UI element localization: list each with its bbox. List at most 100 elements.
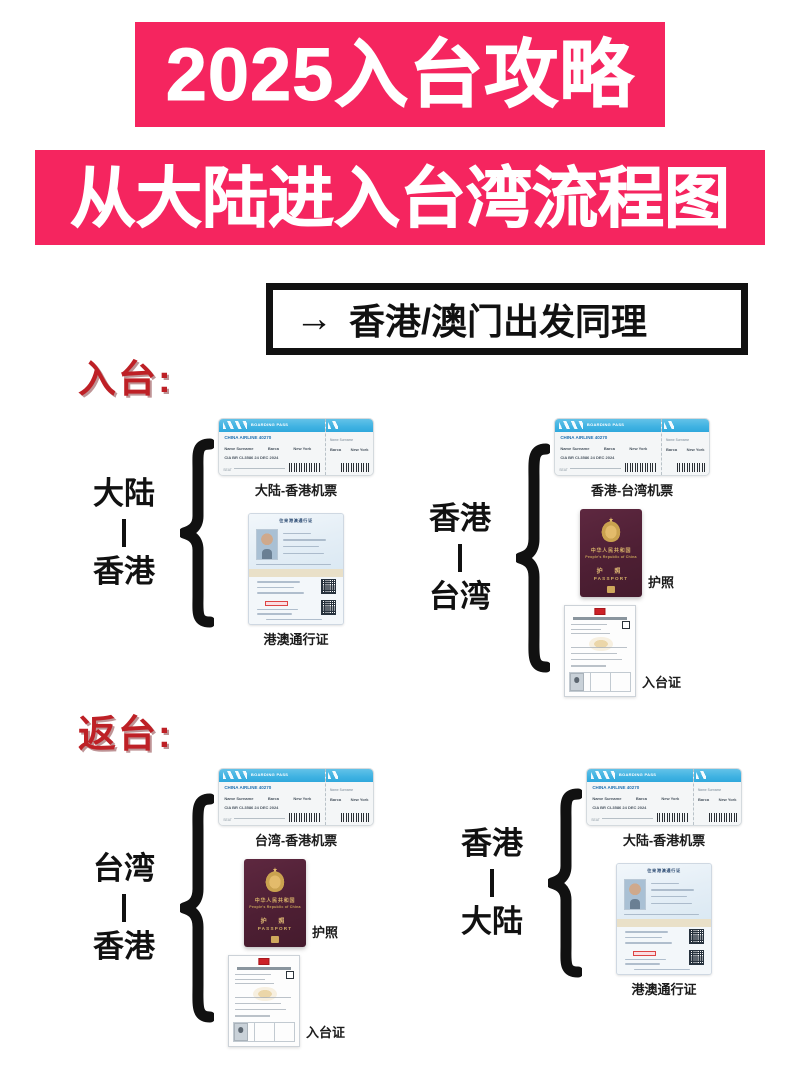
- seal-icon: [588, 636, 613, 651]
- ticket-header-note: BOARDING PASS: [586, 422, 625, 428]
- section-heading-entry: 入台:: [78, 359, 173, 401]
- group-endpoint-labels: 大陆 香港: [72, 476, 176, 589]
- document-list: BOARDING PASS CHINA AIRLINE 40270 Name S…: [586, 768, 742, 998]
- ticket-foot: SEAT: [559, 467, 568, 472]
- stub-field-from: Barca: [666, 446, 678, 452]
- ticket-header-note: BOARDING PASS: [250, 772, 289, 778]
- document-list: BOARDING PASS CHINA AIRLINE 40270 Name S…: [554, 418, 710, 697]
- passport-doc-en: PASSPORT: [593, 575, 629, 581]
- barcode-icon: [625, 463, 658, 473]
- document-list: BOARDING PASS CHINA AIRLINE 40270 Name S…: [218, 418, 374, 648]
- ticket-field-to: New York: [293, 446, 312, 452]
- ticket-airline: CHINA AIRLINE 40270: [560, 435, 608, 441]
- document-caption: 台湾-香港机票: [254, 833, 338, 848]
- passport-doc-en: PASSPORT: [257, 925, 293, 931]
- document-caption: 港澳通行证: [631, 982, 697, 997]
- document-caption: 护照: [648, 575, 675, 590]
- ticket-airline: CHINA AIRLINE 40270: [592, 785, 640, 791]
- barcode-icon: [289, 463, 322, 473]
- stub-field-from: Barca: [330, 796, 342, 802]
- label-divider: [122, 893, 126, 922]
- arrow-right-icon: →: [295, 298, 333, 340]
- seal-icon: [252, 986, 277, 1001]
- national-emblem-icon: [600, 520, 622, 542]
- brace-icon: [180, 793, 214, 1023]
- travel-permit-image: 往来港澳通行证: [616, 863, 712, 975]
- barcode-icon: [657, 813, 690, 823]
- headline-title-primary: 2025入台攻略: [165, 32, 635, 116]
- document-item-passport: 中华人民共和国 People's Republic of China 护 照 P…: [580, 509, 710, 597]
- brace-icon: [516, 443, 550, 673]
- document-caption: 护照: [312, 925, 339, 940]
- document-item-permit: 往来港澳通行证: [218, 513, 374, 648]
- ticket-airline: CHINA AIRLINE 40270: [224, 435, 272, 441]
- group-endpoint-labels: 台湾 香港: [72, 851, 176, 964]
- group-label-to: 香港: [93, 928, 155, 964]
- document-item-ticket: BOARDING PASS CHINA AIRLINE 40270 Name S…: [554, 418, 710, 499]
- label-divider: [490, 869, 494, 897]
- flag-icon: [258, 957, 270, 965]
- document-caption: 香港-台湾机票: [590, 483, 674, 498]
- stub-field-from: Barca: [330, 446, 342, 452]
- passport-doc-zh: 护 照: [596, 569, 626, 576]
- brace-icon: [180, 438, 214, 628]
- document-item-permit: 往来港澳通行证: [586, 863, 742, 998]
- flow-group-taiwan-hongkong: 台湾 香港 BOARDING PASS CHINA AIRLINE 40270 …: [72, 768, 374, 1047]
- passport-image: 中华人民共和国 People's Republic of China 护 照 P…: [580, 509, 642, 597]
- brace-icon: [548, 788, 582, 978]
- stub-field-name: Name Surname: [698, 788, 722, 793]
- ticket-field-from: Barca: [267, 796, 279, 802]
- ticket-foot: SEAT: [591, 817, 600, 822]
- passport-country-en: People's Republic of China: [249, 904, 301, 909]
- note-box: → 香港/澳门出发同理: [266, 283, 748, 355]
- document-caption: 大陆-香港机票: [622, 833, 706, 848]
- ticket-foot: SEAT: [223, 817, 232, 822]
- ticket-field-name: Name Surname: [592, 796, 622, 802]
- flag-icon: [594, 607, 606, 615]
- passport-country-zh: 中华人民共和国: [590, 547, 632, 554]
- ticket-field-to: New York: [629, 446, 648, 452]
- ticket-foot: SEAT: [223, 467, 232, 472]
- section-heading-return: 返台:: [78, 714, 173, 756]
- permit-title: 往来港澳通行证: [279, 518, 313, 524]
- boarding-pass-image: BOARDING PASS CHINA AIRLINE 40270 Name S…: [554, 418, 710, 476]
- group-label-to: 大陆: [461, 904, 523, 939]
- passport-doc-zh: 护 照: [260, 919, 290, 926]
- permit-title: 往来港澳通行证: [647, 868, 681, 874]
- group-label-to: 香港: [93, 554, 155, 589]
- stub-field-to: New York: [350, 446, 369, 452]
- document-item-ticket: BOARDING PASS CHINA AIRLINE 40270 Name S…: [218, 418, 374, 499]
- ticket-header-note: BOARDING PASS: [250, 422, 289, 428]
- group-label-from: 台湾: [93, 850, 155, 886]
- stub-field-to: New York: [686, 446, 705, 452]
- flow-group-hongkong-mainland: 香港 大陆 BOARDING PASS CHINA AIRLINE 40270 …: [440, 768, 742, 998]
- boarding-pass-image: BOARDING PASS CHINA AIRLINE 40270 Name S…: [218, 768, 374, 826]
- stub-field-name: Name Surname: [330, 788, 354, 793]
- flow-group-mainland-hongkong: 大陆 香港 BOARDING PASS CHINA AIRLINE 40270 …: [72, 418, 374, 648]
- document-list: BOARDING PASS CHINA AIRLINE 40270 Name S…: [218, 768, 374, 1047]
- group-label-from: 香港: [461, 826, 523, 862]
- document-item-passport: 中华人民共和国 People's Republic of China 护 照 P…: [244, 859, 374, 947]
- document-caption: 入台证: [306, 1025, 346, 1040]
- travel-permit-image: 往来港澳通行证: [248, 513, 344, 625]
- ticket-field-name: Name Surname: [224, 796, 254, 802]
- document-caption: 大陆-香港机票: [254, 483, 338, 498]
- group-label-to: 台湾: [429, 578, 491, 614]
- group-endpoint-labels: 香港 大陆: [440, 826, 544, 939]
- entry-permit-image: [228, 955, 300, 1047]
- stub-field-to: New York: [718, 796, 737, 802]
- ticket-field-row2: CIA BR CI-3586 24 DEC 2024: [592, 804, 647, 810]
- ticket-field-from: Barca: [603, 446, 615, 452]
- biometric-chip-icon: [270, 936, 280, 943]
- passport-country-zh: 中华人民共和国: [254, 897, 296, 904]
- group-label-from: 香港: [429, 500, 491, 536]
- stub-field-name: Name Surname: [330, 438, 354, 443]
- stub-field-from: Barca: [698, 796, 710, 802]
- ticket-field-row2: CIA BR CI-3586 24 DEC 2024: [224, 454, 279, 460]
- ticket-field-to: New York: [293, 796, 312, 802]
- label-divider: [458, 543, 462, 572]
- stub-field-name: Name Surname: [666, 438, 690, 443]
- headline-band-secondary: 从大陆进入台湾流程图: [35, 150, 765, 245]
- ticket-header-note: BOARDING PASS: [618, 772, 657, 778]
- entry-permit-image: [564, 605, 636, 697]
